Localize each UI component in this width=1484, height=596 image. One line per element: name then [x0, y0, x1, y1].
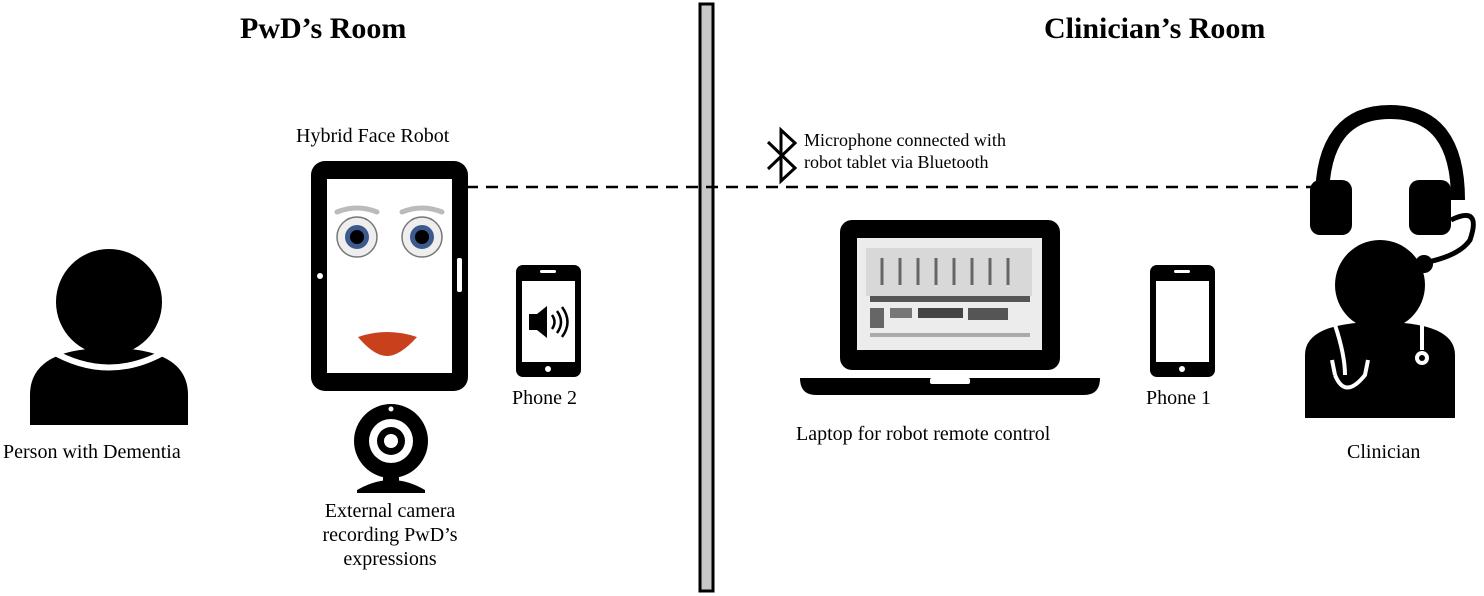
- webcam-icon: [354, 404, 428, 493]
- phone-icon: [1150, 265, 1215, 377]
- camera-label: External camera recording PwD’s expressi…: [300, 499, 480, 571]
- bluetooth-label-line-1: Microphone connected with: [804, 130, 1006, 150]
- bluetooth-label: Microphone connected with robot tablet v…: [804, 130, 1006, 173]
- pwd-room-title: PwD’s Room: [240, 12, 407, 45]
- phone1-label: Phone 1: [1146, 387, 1211, 409]
- person-label: Person with Dementia: [3, 441, 181, 463]
- laptop-icon: [800, 220, 1100, 395]
- speaker-phone-icon: [516, 265, 581, 377]
- person-icon: [30, 249, 188, 425]
- laptop-label: Laptop for robot remote control: [796, 423, 1051, 445]
- clinician-room-title: Clinician’s Room: [1044, 12, 1266, 45]
- camera-label-line-3: expressions: [343, 548, 437, 570]
- robot-label: Hybrid Face Robot: [296, 125, 450, 147]
- camera-label-line-2: recording PwD’s: [322, 524, 458, 546]
- bluetooth-icon: [766, 126, 798, 185]
- dividing-wall: [698, 2, 715, 593]
- camera-label-line-1: External camera: [324, 500, 456, 522]
- clinician-headset-icon: [1305, 104, 1476, 418]
- clinician-label: Clinician: [1347, 441, 1421, 463]
- bluetooth-label-line-2: robot tablet via Bluetooth: [804, 151, 989, 172]
- phone2-label: Phone 2: [512, 387, 577, 409]
- tablet-robot-icon: [311, 161, 468, 391]
